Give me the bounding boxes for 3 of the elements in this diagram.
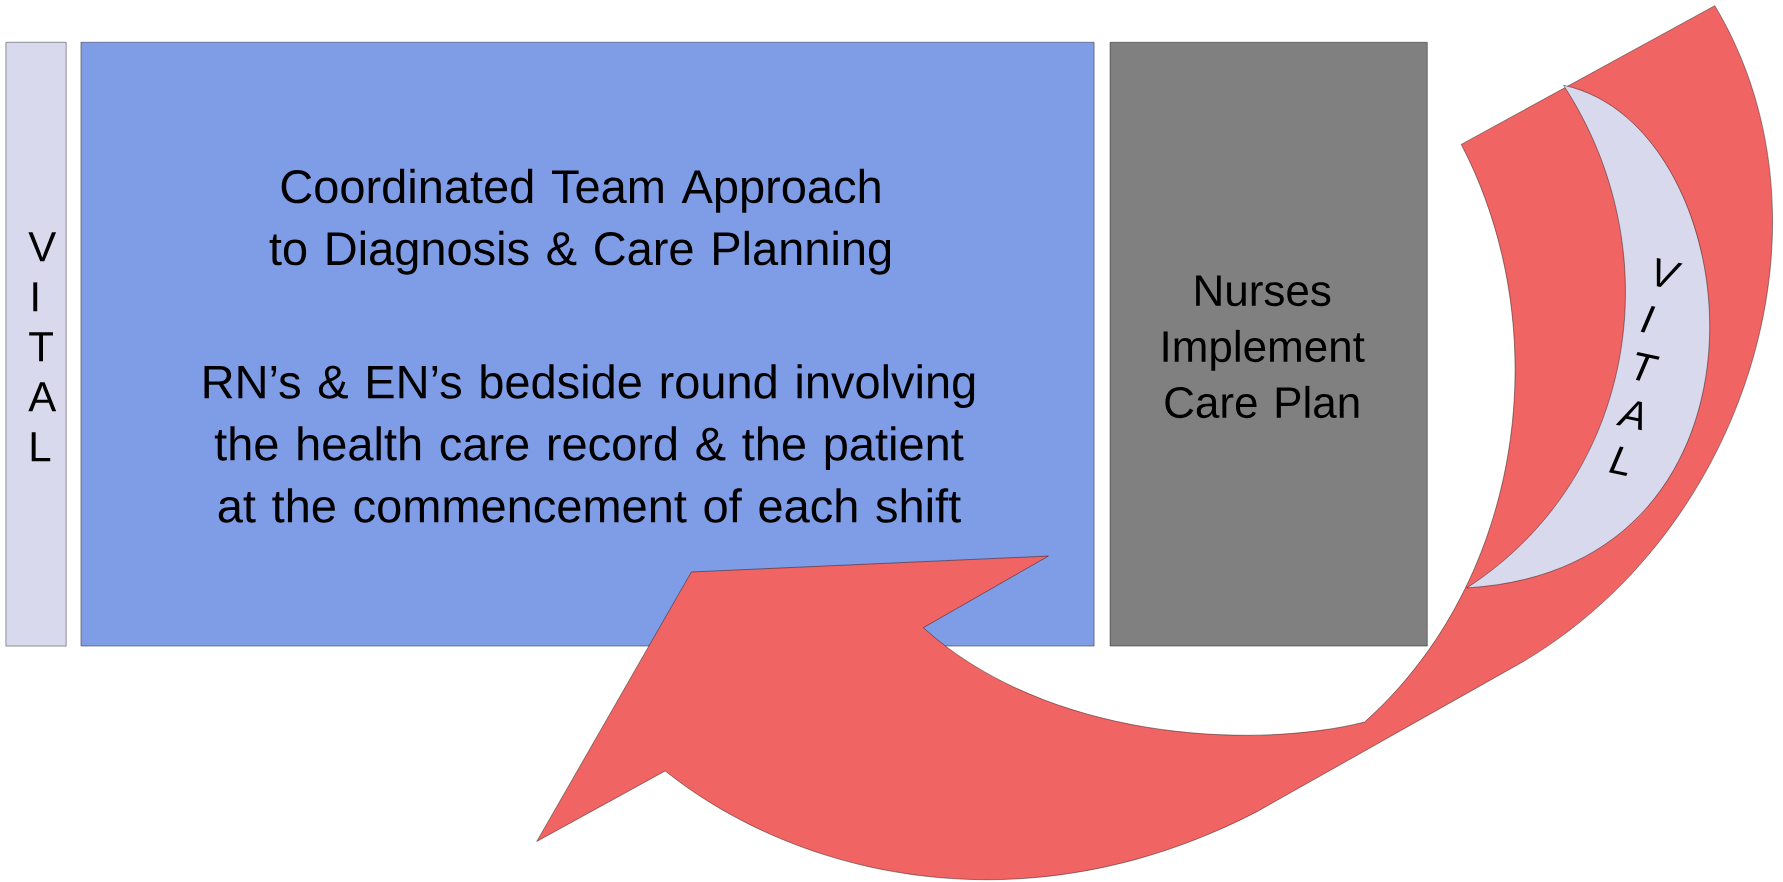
process-box: Coordinated Team Approach to Diagnosis & Care Planning RN’s & EN’s bedside round involving the health care record & the patient at the commencement of each shift — [80, 42, 1095, 647]
label-bar: V I T A L — [5, 42, 67, 647]
process-box: Nurses Implement Care Plan — [1109, 42, 1428, 647]
